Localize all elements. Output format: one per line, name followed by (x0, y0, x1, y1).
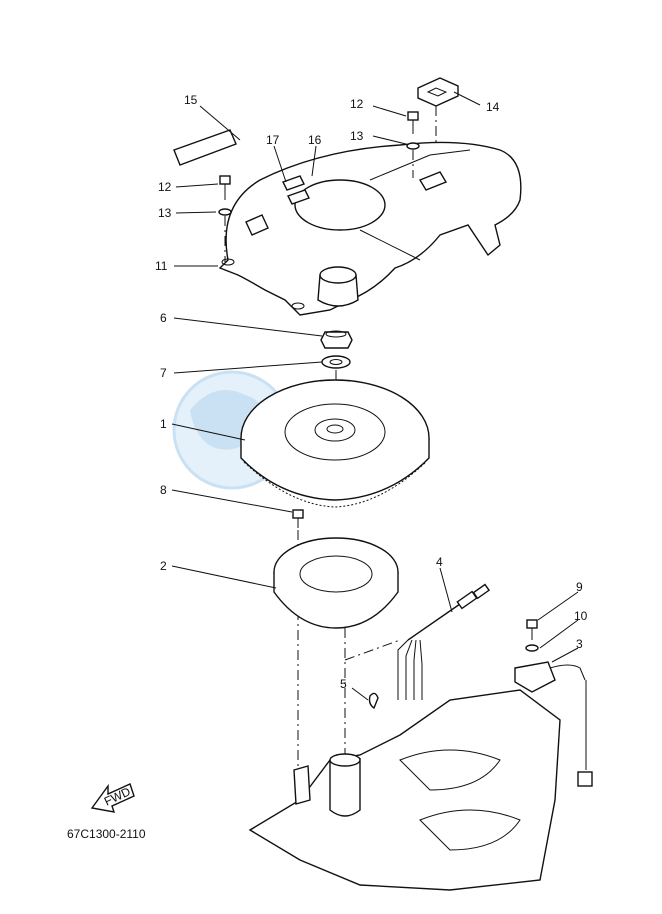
callout-14: 14 (486, 100, 500, 114)
callout-7: 7 (160, 366, 167, 380)
drawing-code: 67C1300-2110 (67, 827, 146, 841)
callout-10: 10 (574, 609, 588, 623)
label-sticker-part (173, 129, 237, 166)
callout-12-right: 12 (350, 97, 364, 111)
callout-numbers: 15 12 13 14 17 16 12 13 11 6 7 1 8 2 4 9… (155, 93, 588, 691)
callout-1: 1 (160, 417, 167, 431)
stator-part (273, 537, 399, 755)
forward-arrow-icon: FWD (90, 783, 135, 813)
cap-part (417, 77, 459, 190)
callout-13-right: 13 (350, 129, 364, 143)
pulser-coil-part (514, 619, 593, 787)
callout-4: 4 (436, 555, 443, 569)
washer-part (321, 355, 351, 369)
callout-13-left: 13 (158, 206, 172, 220)
screw-12-left (218, 175, 232, 262)
callout-17: 17 (266, 133, 280, 147)
callout-6: 6 (160, 311, 167, 325)
flywheel-part (240, 379, 430, 508)
leader-lines (171, 91, 579, 701)
callout-11: 11 (155, 259, 168, 273)
callout-3: 3 (576, 637, 583, 651)
callout-5: 5 (340, 677, 347, 691)
crankcase-part (248, 689, 561, 891)
callout-12-left: 12 (158, 180, 172, 194)
callout-8: 8 (160, 483, 167, 497)
callout-9: 9 (576, 580, 583, 594)
screw-12-right (406, 111, 420, 178)
wire-harness-part (344, 583, 491, 700)
callout-2: 2 (160, 559, 167, 573)
woodruff-key-part (368, 692, 379, 710)
nut-part (320, 330, 353, 349)
flywheel-cover-part (218, 141, 522, 316)
callout-16: 16 (308, 133, 322, 147)
callout-15: 15 (184, 93, 198, 107)
